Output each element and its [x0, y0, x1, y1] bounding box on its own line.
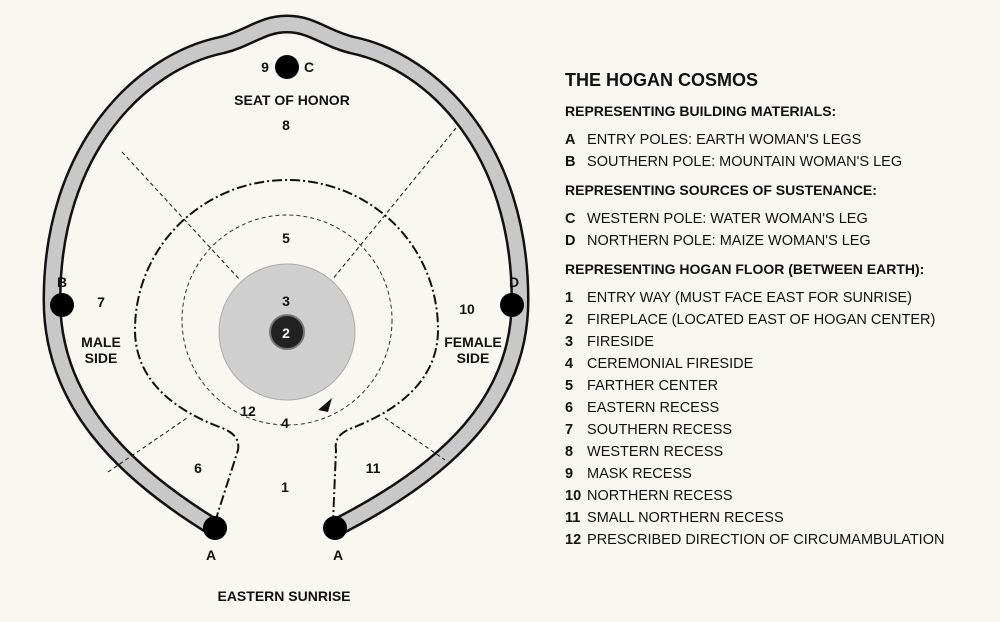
- legend-item: 10 NORTHERN RECESS: [565, 486, 995, 506]
- label-seat-of-honor: SEAT OF HONOR: [234, 92, 350, 108]
- pole-a-right: [323, 516, 347, 540]
- pole-c: [275, 55, 299, 79]
- legend-item: 2 FIREPLACE (LOCATED EAST OF HOGAN CENTE…: [565, 310, 995, 330]
- legend-item-key: B: [565, 154, 576, 170]
- legend-item-key: C: [565, 211, 576, 227]
- legend-item-text: ENTRY WAY (MUST FACE EAST FOR SUNRISE): [587, 290, 912, 306]
- legend-item: C WESTERN POLE: WATER WOMAN'S LEG: [565, 209, 995, 229]
- legend-item-text: WESTERN POLE: WATER WOMAN'S LEG: [587, 211, 868, 227]
- legend-item-text: NORTHERN RECESS: [587, 488, 733, 504]
- legend-item-key: 12: [565, 532, 582, 548]
- label-male-side-1: MALE: [81, 334, 121, 350]
- area-5: 5: [282, 230, 290, 246]
- floor-boundary: [133, 178, 440, 523]
- legend-item: A ENTRY POLES: EARTH WOMAN'S LEGS: [565, 130, 995, 150]
- area-10: 10: [459, 301, 475, 317]
- legend: THE HOGAN COSMOS REPRESENTING BUILDING M…: [565, 70, 995, 560]
- area-1: 1: [281, 479, 289, 495]
- legend-section-heading: REPRESENTING SOURCES OF SUSTENANCE:: [565, 182, 877, 198]
- legend-item: 4 CEREMONIAL FIRESIDE: [565, 354, 995, 374]
- legend-item-key: 3: [565, 334, 574, 350]
- legend-item-key: 2: [565, 312, 574, 328]
- legend-item-text: PRESCRIBED DIRECTION OF CIRCUMAMBULATION: [587, 532, 945, 548]
- legend-item-text: MASK RECESS: [587, 466, 692, 482]
- legend-item-text: WESTERN RECESS: [587, 444, 724, 460]
- area-4: 4: [281, 415, 289, 431]
- label-male-side-2: SIDE: [85, 350, 118, 366]
- legend-item-text: FIREPLACE (LOCATED EAST OF HOGAN CENTER): [587, 312, 936, 328]
- legend-section: REPRESENTING HOGAN FLOOR (BETWEEN EARTH)…: [565, 261, 995, 550]
- pole-a-left: [203, 516, 227, 540]
- legend-item: 5 FARTHER CENTER: [565, 376, 995, 396]
- legend-item-key: 8: [565, 444, 574, 460]
- area-12: 12: [240, 403, 256, 419]
- legend-item-key: A: [565, 132, 576, 148]
- label-pole-c: C: [304, 59, 314, 75]
- legend-item: 6 EASTERN RECESS: [565, 398, 995, 418]
- legend-item-key: 5: [565, 378, 574, 394]
- label-pole-a-left: A: [206, 547, 216, 563]
- pole-d: [500, 293, 524, 317]
- poles: [50, 55, 524, 540]
- legend-item-text: CEREMONIAL FIRESIDE: [587, 356, 754, 372]
- legend-item-text: FIRESIDE: [587, 334, 654, 350]
- circumambulation-arrow-icon: [318, 398, 332, 412]
- recess-dividers: [107, 127, 457, 473]
- label-pole-d: D: [509, 274, 519, 290]
- legend-item-key: 4: [565, 356, 574, 372]
- fireplace: [269, 314, 305, 350]
- legend-item: 1 ENTRY WAY (MUST FACE EAST FOR SUNRISE): [565, 288, 995, 308]
- legend-item-key: 11: [565, 510, 581, 526]
- legend-item: 12 PRESCRIBED DIRECTION OF CIRCUMAMBULAT…: [565, 530, 995, 550]
- farther-center-ring: [181, 214, 393, 426]
- area-11: 11: [366, 460, 381, 476]
- label-female-side-1: FEMALE: [444, 334, 502, 350]
- legend-item-key: 9: [565, 466, 574, 482]
- area-7: 7: [97, 294, 105, 310]
- area-8: 8: [282, 117, 290, 133]
- legend-item-text: SOUTHERN POLE: MOUNTAIN WOMAN'S LEG: [587, 154, 903, 170]
- legend-item: 3 FIRESIDE: [565, 332, 995, 352]
- legend-item-key: 7: [565, 422, 574, 438]
- label-female-side-2: SIDE: [457, 350, 490, 366]
- hogan-wall: [42, 14, 530, 537]
- legend-item-text: NORTHERN POLE: MAIZE WOMAN'S LEG: [587, 233, 871, 249]
- legend-item-key: 10: [565, 488, 582, 504]
- legend-item-text: EASTERN RECESS: [587, 400, 720, 416]
- pole-b: [50, 293, 74, 317]
- legend-item-key: D: [565, 233, 576, 249]
- legend-title: THE HOGAN COSMOS: [565, 70, 759, 90]
- area-6: 6: [194, 460, 202, 476]
- area-9: 9: [261, 59, 269, 75]
- legend-item-text: FARTHER CENTER: [587, 378, 719, 394]
- legend-item-text: ENTRY POLES: EARTH WOMAN'S LEGS: [587, 132, 862, 148]
- legend-item: B SOUTHERN POLE: MOUNTAIN WOMAN'S LEG: [565, 152, 995, 172]
- legend-item: 8 WESTERN RECESS: [565, 442, 995, 462]
- legend-section-heading: REPRESENTING HOGAN FLOOR (BETWEEN EARTH)…: [565, 261, 925, 277]
- legend-item-text: SOUTHERN RECESS: [587, 422, 733, 438]
- legend-item: 7 SOUTHERN RECESS: [565, 420, 995, 440]
- label-pole-a-right: A: [333, 547, 343, 563]
- legend-section: REPRESENTING BUILDING MATERIALS: A ENTRY …: [565, 103, 995, 172]
- legend-section: REPRESENTING SOURCES OF SUSTENANCE: C WES…: [565, 182, 995, 251]
- label-eastern-sunrise: EASTERN SUNRISE: [217, 588, 350, 604]
- legend-item-text: SMALL NORTHERN RECESS: [587, 510, 784, 526]
- legend-item: 9 MASK RECESS: [565, 464, 995, 484]
- label-pole-b: B: [57, 274, 67, 290]
- legend-item: 11 SMALL NORTHERN RECESS: [565, 508, 995, 528]
- legend-item-key: 1: [565, 290, 574, 306]
- legend-section-heading: REPRESENTING BUILDING MATERIALS:: [565, 103, 837, 119]
- area-2: 2: [282, 325, 290, 341]
- legend-item: D NORTHERN POLE: MAIZE WOMAN'S LEG: [565, 231, 995, 251]
- legend-item-key: 6: [565, 400, 574, 416]
- area-3: 3: [282, 293, 290, 309]
